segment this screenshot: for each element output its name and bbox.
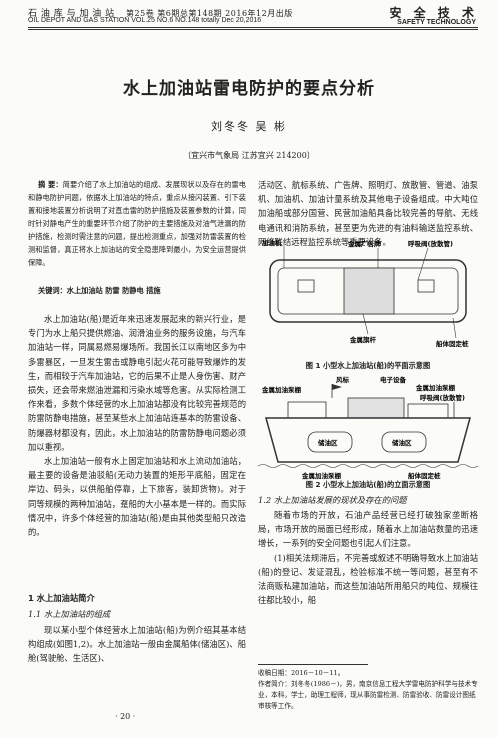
- figure-1-plan-diagram: 加油机 金属广告牌 呼吸阀(放散管) 金属旗杆 船体固定桩: [261, 238, 469, 348]
- header-rule-2: [28, 29, 478, 30]
- paragraph: 水上加油站一般有水上固定加油站和水上流动加油站，最主要的设备是油驳船(无动力装置…: [28, 456, 246, 538]
- label-billboard: 金属广告牌: [347, 239, 381, 248]
- section-title-en: SAFETY TECHNOLOGY: [397, 19, 476, 26]
- keywords-label: 关键词：: [38, 286, 67, 295]
- label-fix: 船体固定桩: [408, 471, 441, 480]
- subsection-heading: 1.1 水上加油站的组成: [28, 609, 111, 619]
- footnote: 收稿日期：2016－10－11。 作者简介：刘冬冬(1986－)，男，南京信息工…: [258, 668, 478, 712]
- figure-1-caption: 图 1 小型水上加油站(船)的平面示意图: [305, 361, 431, 370]
- article-title: 水上加油站雷电防护的要点分析: [123, 79, 375, 99]
- label-wind: 风标: [336, 375, 350, 384]
- label-tanker: 加油机: [261, 238, 282, 247]
- label-roof: 金属加油泵棚: [415, 383, 456, 392]
- journal-header: 石 油 库 与 加 油 站 第25卷 第6期总第148期 2016年12月出版: [28, 6, 293, 19]
- footnote-rule: [258, 664, 368, 665]
- authors: 刘冬冬 吴 彬: [211, 120, 287, 133]
- abstract-label: 摘 要：: [38, 180, 63, 189]
- right-body: 随着市场的开放，石油产品经营已经打破独家垄断格局，市场开放的局面已经形成，随着水…: [258, 508, 478, 607]
- label-rail: 金属旗杆: [349, 335, 377, 344]
- keywords: 关键词：水上加油站 防雷 防静电 措施: [28, 286, 246, 296]
- journal-name-en: OIL DEPOT AND GAS STATION VOL.25 NO.6 NO…: [28, 17, 262, 24]
- footnote-author: 作者简介：刘冬冬(1986－)，男，南京信息工程大学雷电防护科学与技术专业，本科…: [258, 680, 478, 710]
- label-elec: 电子设备: [380, 375, 407, 384]
- keywords-text: 水上加油站 防雷 防静电 措施: [66, 286, 161, 295]
- issue-info: 第25卷 第6期总第148期 2016年12月出版: [126, 9, 293, 18]
- figure-2-elevation-diagram: 金属加油泵棚 风标 电子设备 金属加油泵棚 呼吸阀(放散管) 储油区 储油区 金…: [258, 375, 478, 480]
- paragraph: 现以某小型个体经营水上加油站(船)为例介绍其基本结构组成(如图1,2)。水上加油…: [28, 625, 246, 664]
- label-tank-2: 储油区: [391, 438, 412, 447]
- label-hull: 金属加油泵棚: [301, 471, 342, 480]
- paragraph: (1)相关法规滞后，不完善或叙述不明确导致水上加油站(船)的登记、发证混乱，检验…: [258, 552, 478, 606]
- section-heading: 1 水上加油站简介: [28, 593, 95, 603]
- abstract-text: 简要介绍了水上加油站的组成、发展现状以及存在的雷电和静电防护问题，依据水上加油站…: [28, 180, 246, 267]
- abstract: 摘 要：简要介绍了水上加油站的组成、发展现状以及存在的雷电和静电防护问题，依据水…: [28, 178, 246, 269]
- journal-name-cn: 石 油 库 与 加 油 站: [28, 9, 115, 19]
- header-rule: [28, 27, 478, 28]
- section-title-cn: 安 全 技 术: [389, 6, 478, 20]
- label-vent: 呼吸阀(放散管): [420, 393, 465, 402]
- left-body-2: 现以某小型个体经营水上加油站(船)为例介绍其基本结构组成(如图1,2)。水上加油…: [28, 623, 246, 666]
- paragraph: 活动区、航标系统、广告牌、照明灯、放散管、管道、油泵机、加油机、加油计量系统及其…: [258, 180, 478, 247]
- label-tank-1: 储油区: [317, 438, 338, 447]
- subsection-heading: 1.2 水上加油站发展的现状及存在的问题: [258, 495, 407, 505]
- label-vent: 呼吸阀(放散管): [408, 239, 453, 248]
- left-body: 水上加油站(船)是近年来迅速发展起来的新兴行业，是专门为水上船只提供燃油、润滑油…: [28, 312, 246, 539]
- figure-2-caption: 图 2 小型水上加油站(船)的立面示意图: [305, 480, 431, 489]
- paragraph: 随着市场的开放，石油产品经营已经打破独家垄断格局，市场开放的局面已经形成，随着水…: [258, 510, 478, 549]
- label-fix: 船体固定桩: [436, 339, 469, 348]
- label-pump: 金属加油泵棚: [261, 385, 302, 394]
- right-body-top: 活动区、航标系统、广告牌、照明灯、放散管、管道、油泵机、加油机、加油计量系统及其…: [258, 178, 478, 249]
- paragraph: 水上加油站(船)是近年来迅速发展起来的新兴行业，是专门为水上船只提供燃油、润滑油…: [28, 314, 246, 452]
- affiliation: 〔宜兴市气象局 江苏宜兴 214200〕: [183, 151, 315, 160]
- footnote-received: 收稿日期：2016－10－11。: [258, 669, 345, 677]
- page-number: · 20 ·: [115, 712, 136, 721]
